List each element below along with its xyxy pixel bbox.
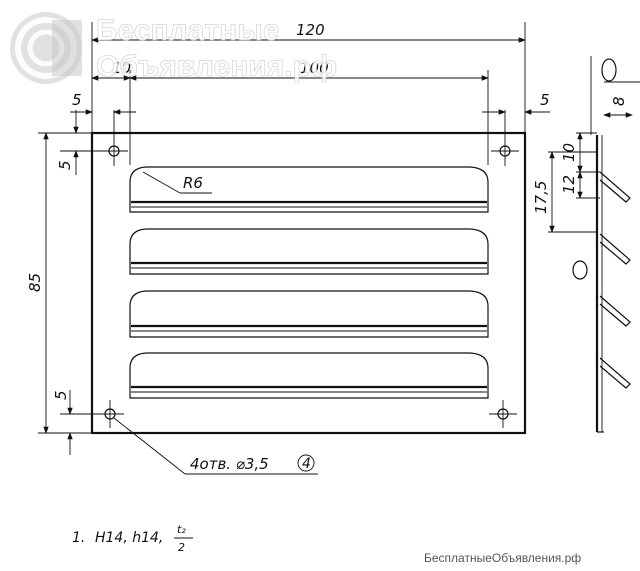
left-offset-label: 10: [112, 59, 131, 77]
side-section-view: [572, 56, 631, 433]
louvre-slat-4: [129, 352, 489, 399]
overall-width-label: 120: [296, 21, 325, 39]
plate-outline: [90, 131, 527, 435]
side-blade-3: [599, 295, 631, 327]
louvre-slat-1: [129, 166, 489, 213]
dimension-overall-width: 120: [91, 21, 526, 133]
side-depth-label: 8: [610, 96, 628, 106]
dimension-side-gap: 12: [560, 171, 600, 199]
side-blade-2: [599, 233, 631, 265]
watermark-logo-icon: [10, 12, 82, 84]
side-blade-4: [599, 357, 631, 389]
section-mark-side: [572, 260, 588, 280]
note-fraction-bottom: 2: [178, 541, 185, 554]
height-label: 85: [26, 273, 44, 292]
holes-label: 4отв. ⌀3,5: [190, 455, 269, 473]
bottom-margin-label: 5: [52, 390, 70, 400]
watermark-line1: Бесплатные: [96, 14, 280, 47]
dimension-top-margin: 5: [56, 110, 114, 175]
dimension-right-margin: 5: [482, 91, 550, 115]
side-gap-label: 12: [560, 175, 578, 194]
hole-bottom-right: [489, 400, 517, 428]
watermark: Бесплатные Объявления.рф БесплатныеОбъяв…: [10, 12, 581, 565]
hole-top-left: [100, 110, 128, 166]
radius-callout: R6: [142, 171, 212, 194]
dimension-height: 85: [26, 132, 49, 434]
inner-width-label: 100: [300, 59, 329, 77]
holes-ref-label: 4: [302, 456, 311, 472]
dimension-side-pitch: 10: [560, 132, 600, 173]
holes-callout: 4отв. ⌀3,5 4: [113, 417, 318, 475]
note-fraction-top: t₂: [177, 523, 186, 536]
dimension-side-depth: 8: [603, 81, 640, 118]
top-margin-label: 5: [56, 160, 74, 170]
louvre-slat-2: [129, 228, 489, 275]
right-margin-label: 5: [540, 91, 550, 109]
dimension-side-spacing: 17,5: [532, 151, 598, 233]
holes-ref-circle: [297, 454, 315, 472]
dimension-left-margin: 5: [70, 91, 136, 115]
watermark-footer: БесплатныеОбъявления.рф: [424, 551, 581, 565]
side-pitch-label: 10: [560, 143, 578, 162]
dimension-bottom-margin: 5: [52, 390, 110, 455]
dimension-inner-width: 100: [129, 59, 489, 165]
hole-top-right: [491, 110, 519, 166]
tolerance-note: 1. H14, h14, t₂ 2: [72, 523, 193, 554]
mounting-holes: [96, 110, 519, 428]
louvre-slat-3: [129, 290, 489, 338]
dimension-left-offset: 10: [91, 59, 131, 81]
watermark-line2: Объявления.рф: [96, 50, 337, 83]
section-mark-top: [601, 58, 617, 82]
louvre-slats: [129, 166, 489, 399]
left-margin-label: 5: [72, 91, 82, 109]
side-blade-1: [599, 171, 631, 203]
note-text: H14, h14,: [95, 530, 163, 546]
radius-label: R6: [183, 174, 203, 192]
side-spacing-label: 17,5: [532, 181, 550, 214]
note-number: 1.: [72, 530, 85, 546]
